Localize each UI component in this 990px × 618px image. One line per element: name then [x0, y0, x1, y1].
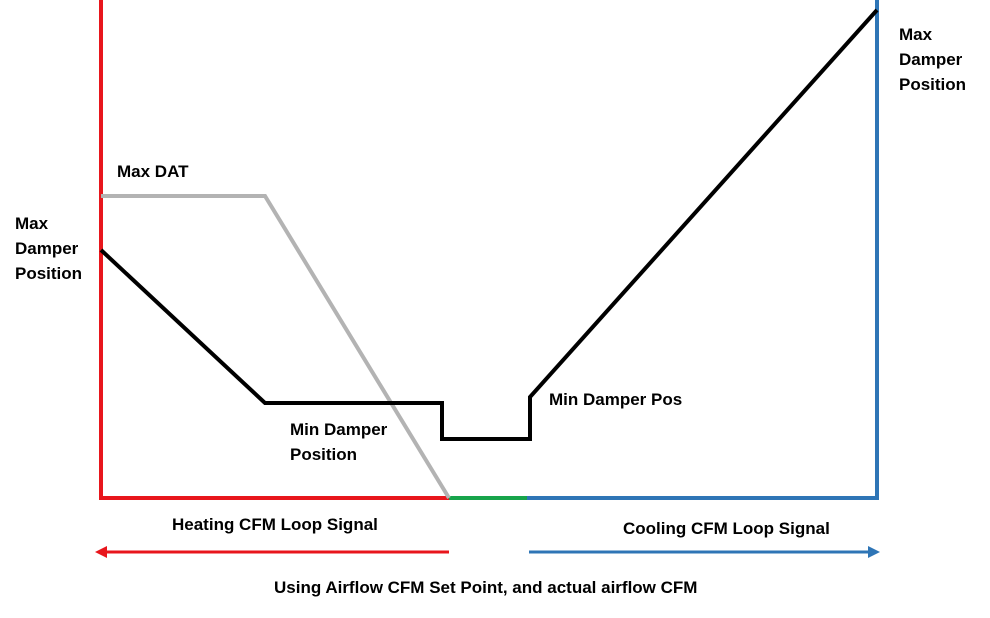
- min-damper-position-label: Min Damper Position: [290, 420, 392, 464]
- cooling-signal-label: Cooling CFM Loop Signal: [623, 519, 830, 538]
- max-dat-label: Max DAT: [117, 162, 189, 181]
- heating-signal-label: Heating CFM Loop Signal: [172, 515, 378, 534]
- min-damper-pos-label: Min Damper Pos: [549, 390, 682, 409]
- max-damper-left-label: Max Damper Position: [15, 214, 83, 283]
- damper-position-line: [99, 8, 879, 441]
- max-damper-right-label: Max Damper Position: [899, 25, 967, 94]
- footer-caption: Using Airflow CFM Set Point, and actual …: [274, 578, 697, 597]
- max-dat-line: [101, 194, 451, 500]
